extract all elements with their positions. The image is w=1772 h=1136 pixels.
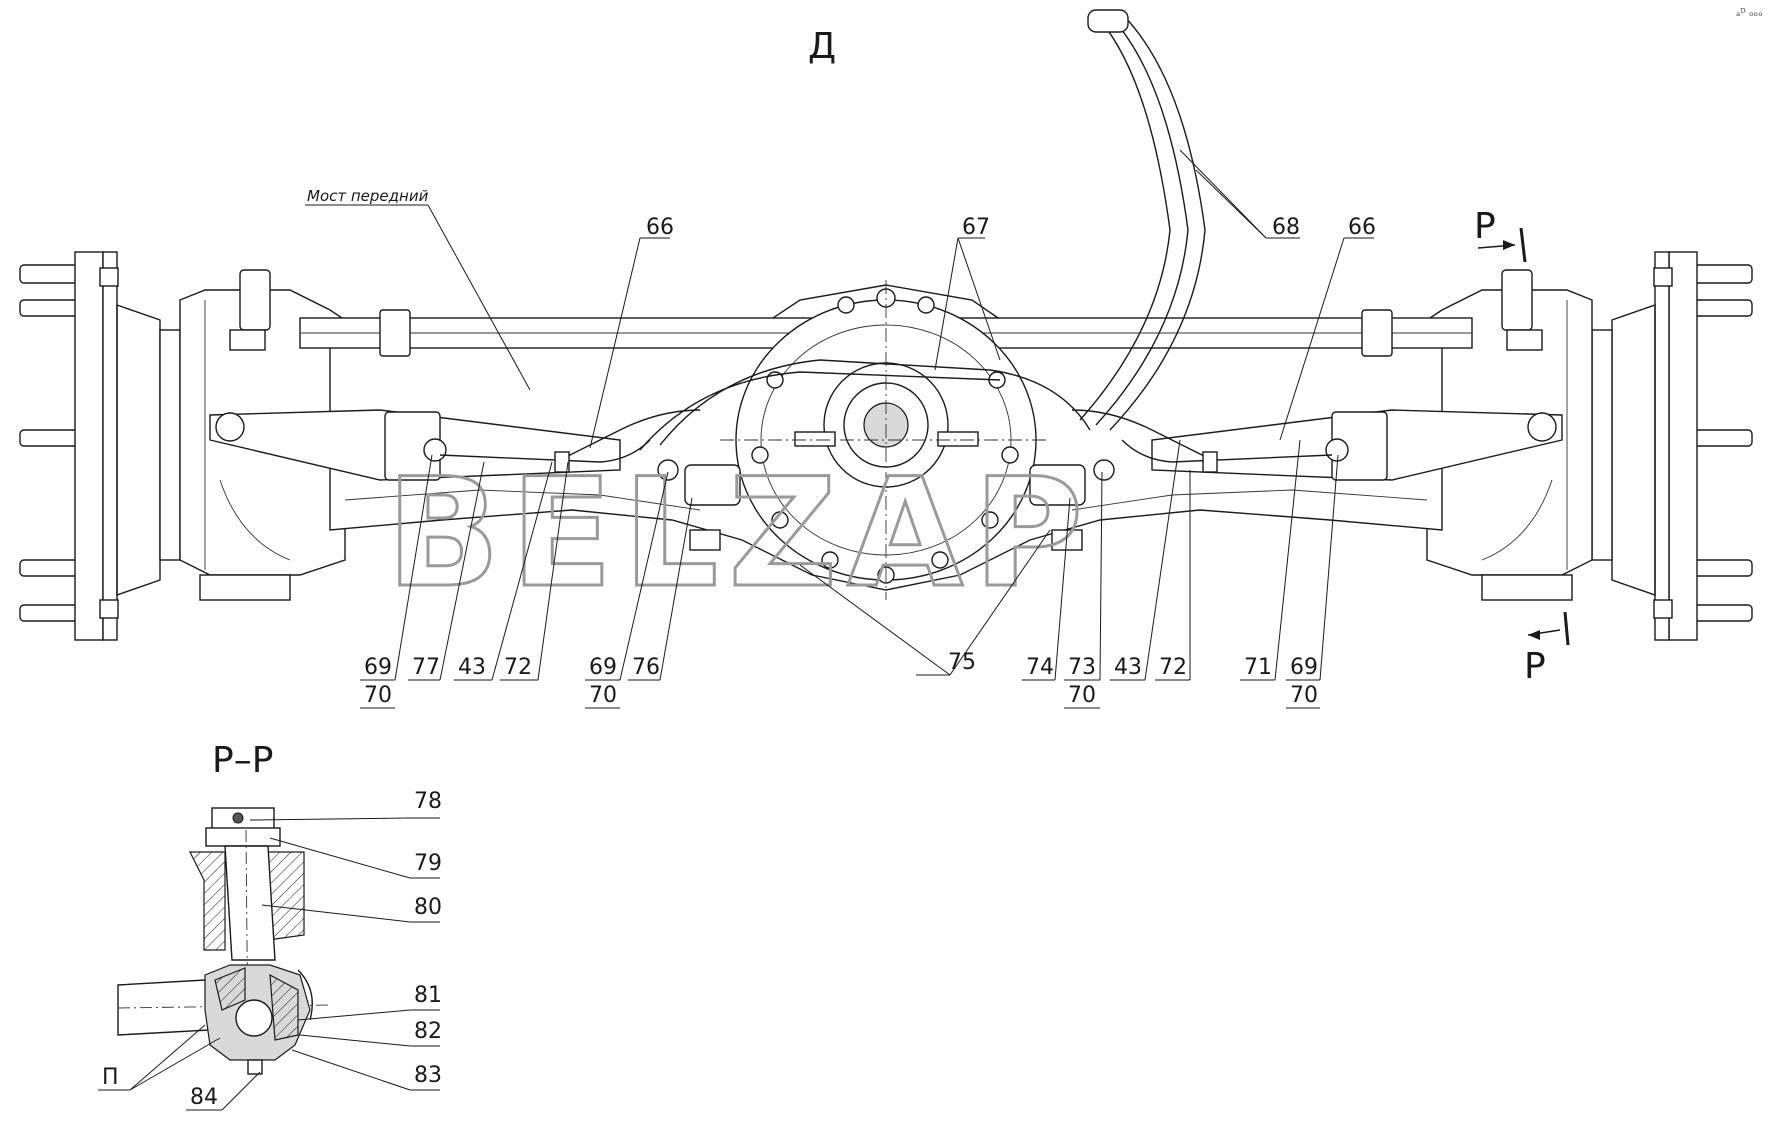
front-axle-view: BELZAP Д Р Р Мост передний ₐᴰ ₒₒₒ (19, 6, 1763, 709)
callout-72-right: 72 (1159, 655, 1187, 680)
cut-letter-top: Р (1474, 206, 1496, 247)
callout-69-a: 69 (364, 655, 392, 680)
view-label: Д (808, 26, 836, 67)
callout-70-c: 70 (1068, 683, 1096, 708)
callout-83: 83 (414, 1063, 442, 1088)
left-steering-cylinder (209, 409, 621, 481)
callout-66-left: 66 (646, 215, 674, 240)
right-wheel-hub (1591, 251, 1753, 641)
callout-76: 76 (632, 655, 660, 680)
hydraulic-hoses (439, 9, 1333, 473)
callout-70-d: 70 (1290, 683, 1318, 708)
callout-81: 81 (414, 983, 442, 1008)
note-label: Мост передний (307, 187, 429, 205)
section-view: Р–Р 78 (98, 740, 442, 1111)
callout-77: 77 (412, 655, 440, 680)
callout-69-c: 69 (1290, 655, 1318, 680)
callout-p: П (102, 1065, 119, 1090)
section-title: Р–Р (212, 740, 273, 781)
callout-70-b: 70 (589, 683, 617, 708)
callout-43-right: 43 (1114, 655, 1142, 680)
callout-67: 67 (962, 215, 990, 240)
callout-84: 84 (190, 1085, 218, 1110)
callout-78: 78 (414, 789, 442, 814)
callout-70-a: 70 (364, 683, 392, 708)
watermark: BELZAP (386, 447, 1093, 621)
section-cut-marks: Р Р (1474, 206, 1570, 687)
callout-73: 73 (1068, 655, 1096, 680)
callout-74: 74 (1026, 655, 1054, 680)
king-pin (224, 845, 276, 961)
callout-71: 71 (1244, 655, 1272, 680)
callout-72-left: 72 (504, 655, 532, 680)
callout-43-left: 43 (458, 655, 486, 680)
callout-80: 80 (414, 895, 442, 920)
callout-69-b: 69 (589, 655, 617, 680)
section-callout-leaders (98, 817, 440, 1111)
left-wheel-hub (19, 251, 181, 641)
cut-letter-bottom: Р (1524, 646, 1546, 687)
callout-68: 68 (1272, 215, 1300, 240)
callout-82: 82 (414, 1019, 442, 1044)
section-callouts: 78 79 80 81 82 83 84 П (102, 789, 442, 1110)
right-steering-cylinder (1151, 409, 1563, 481)
corner-mark: ₐᴰ ₒₒₒ (1736, 6, 1763, 19)
main-callout-leaders (360, 149, 1374, 709)
callout-79: 79 (414, 851, 442, 876)
callout-75: 75 (948, 650, 976, 675)
main-callouts: 66 67 68 66 69 70 77 43 72 69 70 76 75 7… (364, 215, 1376, 708)
callout-66-right: 66 (1348, 215, 1376, 240)
